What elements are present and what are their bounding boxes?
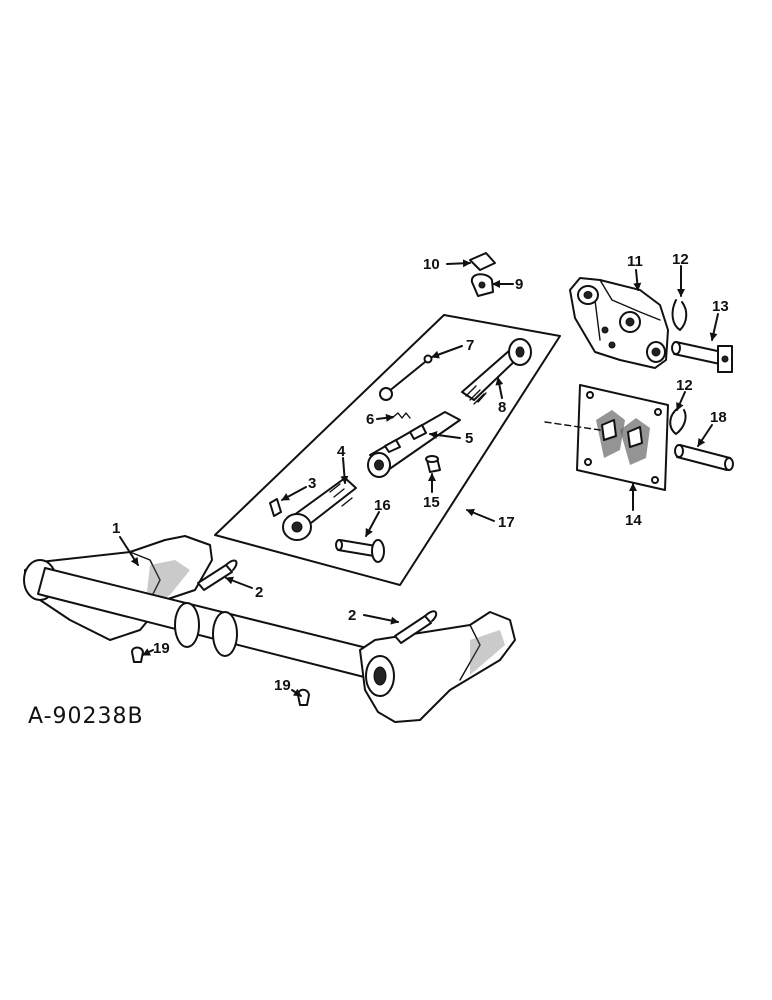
part-10-clip xyxy=(469,252,496,271)
callout-9: 9 xyxy=(515,276,523,293)
part-5-turnbuckle xyxy=(367,411,461,478)
part-13-pin xyxy=(671,341,733,373)
part-2-pin-left xyxy=(197,559,238,591)
part-19-clip-left xyxy=(131,646,144,663)
callout-12-upper: 12 xyxy=(672,251,689,268)
part-15-bolt xyxy=(425,455,441,473)
reference-code: A-90238B xyxy=(28,704,144,729)
callout-16: 16 xyxy=(374,497,391,514)
callout-1: 1 xyxy=(112,520,120,537)
part-11-bracket xyxy=(569,277,669,369)
callout-10: 10 xyxy=(423,256,440,273)
callout-2-left: 2 xyxy=(255,584,263,601)
callout-12-lower: 12 xyxy=(676,377,693,394)
part-8-link-end xyxy=(461,338,532,405)
callout-19-right: 19 xyxy=(274,677,291,694)
part-12-clip-lower xyxy=(669,407,687,435)
callout-5: 5 xyxy=(465,430,473,447)
part-6-clip xyxy=(391,412,411,419)
leader-lines xyxy=(119,259,719,697)
part-4-lower-link xyxy=(282,477,357,541)
part-18-pin xyxy=(674,444,734,471)
part-19-clip-right xyxy=(297,688,310,706)
part-14-plate xyxy=(544,384,669,491)
callout-14: 14 xyxy=(625,512,642,529)
part-3-keeper-pin xyxy=(269,498,282,517)
callout-7: 7 xyxy=(466,337,474,354)
kit-17-boundary xyxy=(214,314,561,586)
part-1-drawbar-assembly xyxy=(23,535,516,723)
callout-15: 15 xyxy=(423,494,440,511)
callout-17: 17 xyxy=(498,514,515,531)
part-7-rod xyxy=(379,354,433,401)
part-9-clip xyxy=(470,273,494,297)
part-16-headed-pin xyxy=(335,539,385,563)
part-2-pin-right xyxy=(394,610,438,644)
callout-2-right: 2 xyxy=(348,607,356,624)
callout-3: 3 xyxy=(308,475,316,492)
callout-6: 6 xyxy=(366,411,374,428)
callout-13: 13 xyxy=(712,298,729,315)
callout-11: 11 xyxy=(627,253,643,270)
callout-18: 18 xyxy=(710,409,727,426)
callout-8: 8 xyxy=(498,399,506,416)
callout-4: 4 xyxy=(337,443,346,460)
part-12-clip-upper xyxy=(671,299,688,331)
callout-19-left: 19 xyxy=(153,640,170,657)
